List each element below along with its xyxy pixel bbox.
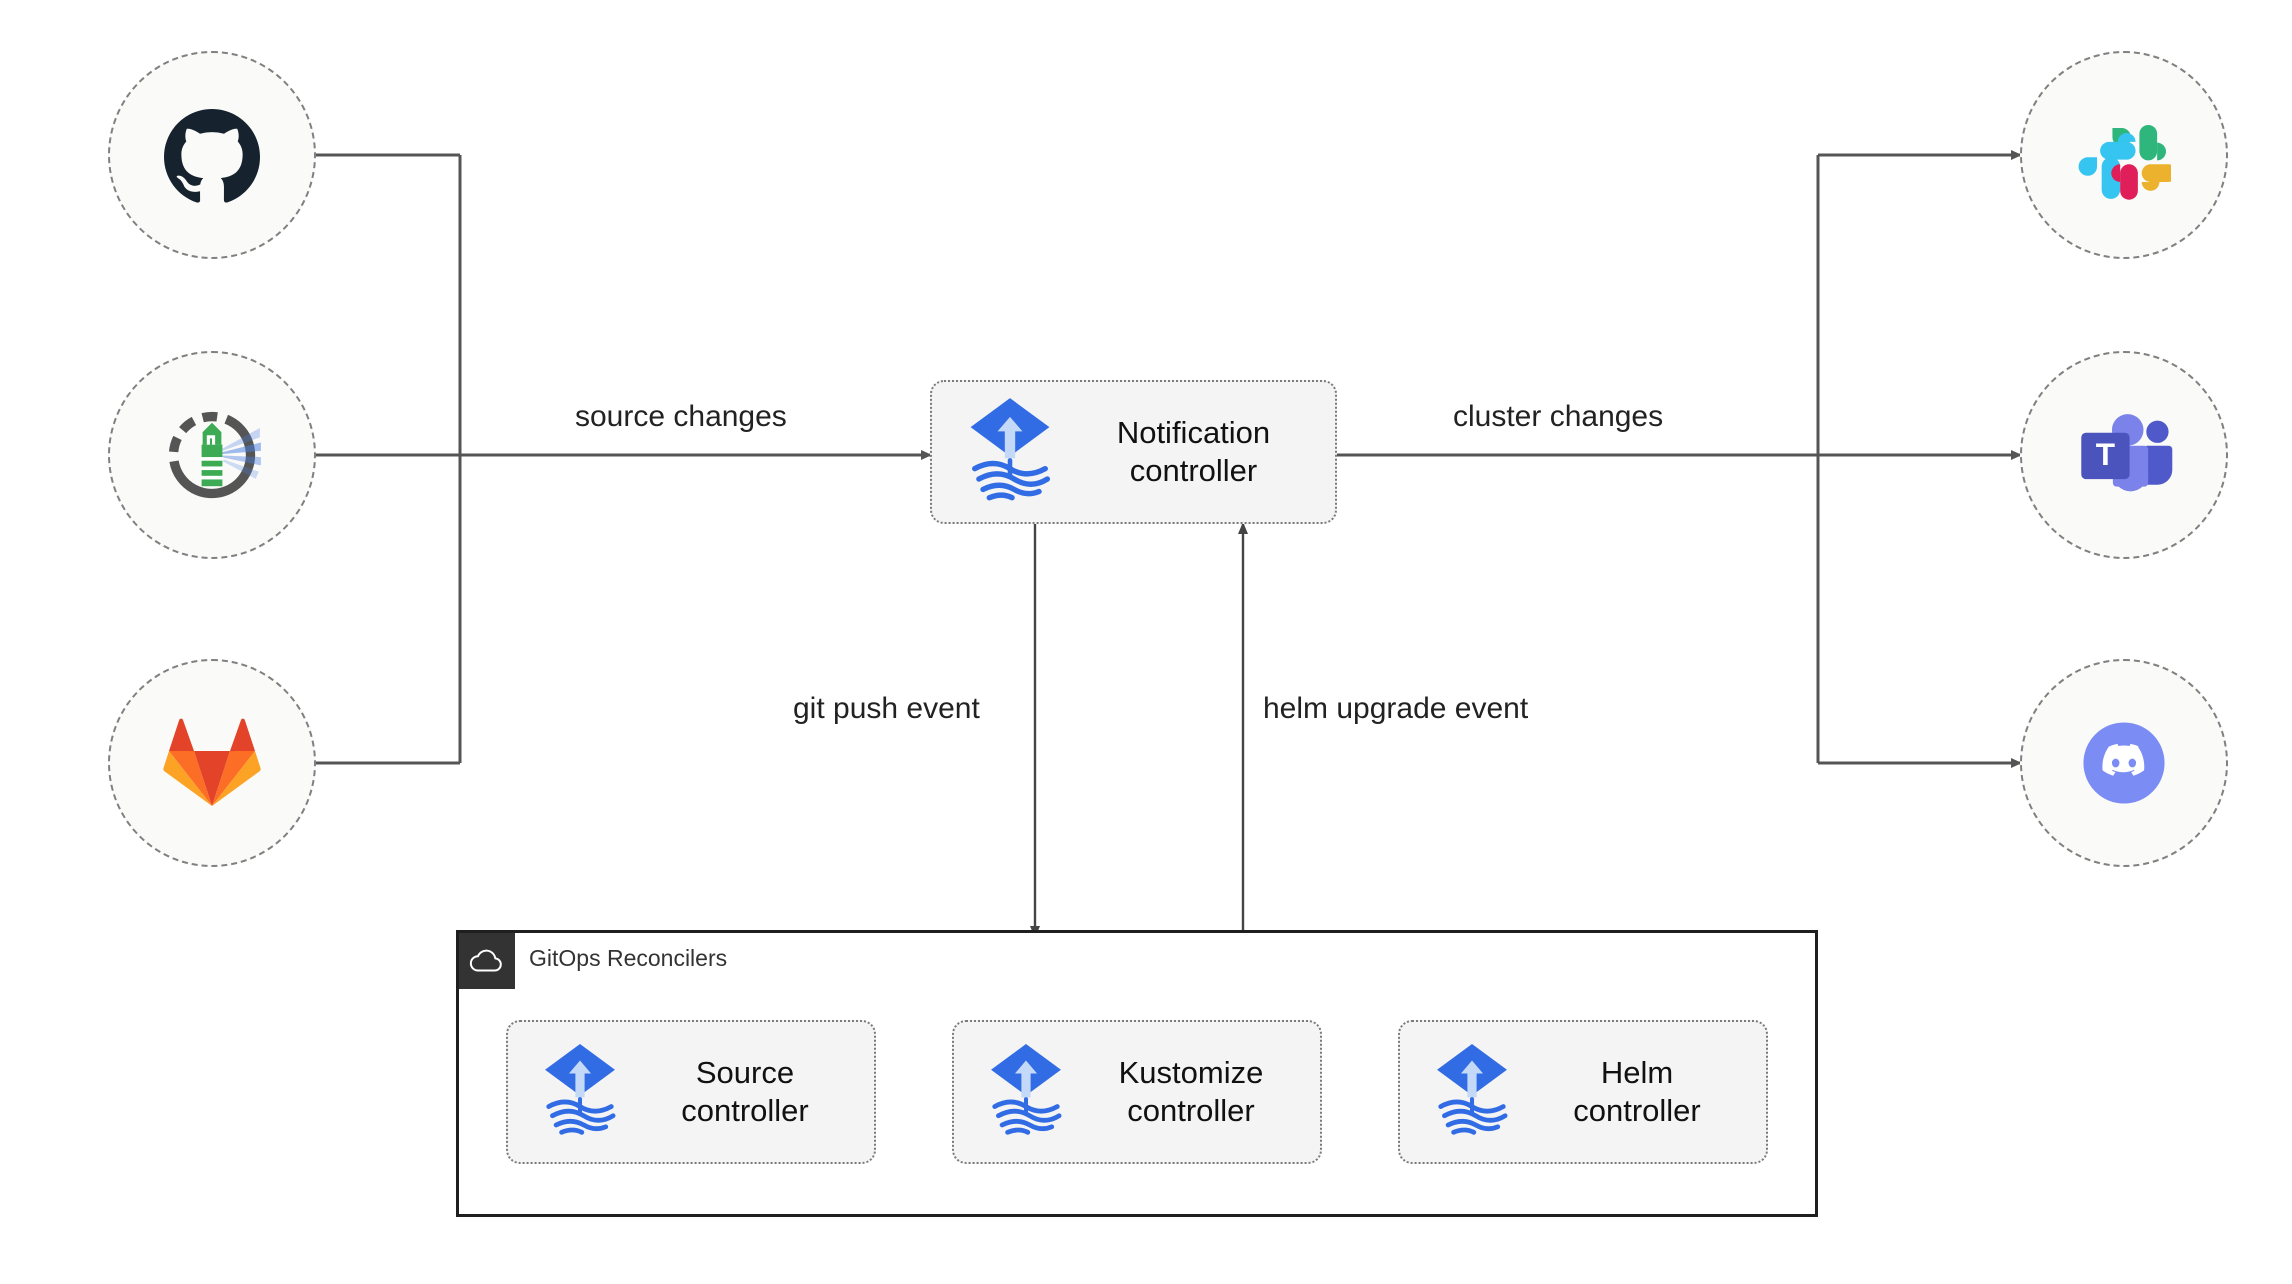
edge-label-git-push-event: git push event bbox=[793, 692, 980, 725]
flux-icon bbox=[534, 1040, 626, 1145]
edge-label-helm-upgrade-event: helm upgrade event bbox=[1263, 692, 1529, 725]
edge-label-cluster-changes: cluster changes bbox=[1453, 400, 1664, 433]
slack-icon bbox=[2077, 108, 2171, 202]
edge-label-source-changes: source changes bbox=[575, 400, 787, 433]
svg-text:T: T bbox=[2096, 436, 2115, 472]
flux-lighthouse-icon bbox=[160, 403, 264, 507]
source-controller-box[interactable]: Source controller bbox=[506, 1020, 876, 1164]
discord-icon bbox=[2072, 711, 2176, 815]
flux-icon bbox=[1426, 1040, 1518, 1145]
helm-controller-box[interactable]: Helm controller bbox=[1398, 1020, 1768, 1164]
destination-node-discord[interactable] bbox=[2020, 659, 2228, 867]
destination-node-slack[interactable] bbox=[2020, 51, 2228, 259]
source-node-gitlab[interactable] bbox=[108, 659, 316, 867]
source-node-bucket[interactable] bbox=[108, 351, 316, 559]
notification-controller-label: Notification controller bbox=[1116, 415, 1271, 488]
gitlab-icon bbox=[162, 716, 262, 810]
flux-icon bbox=[980, 1040, 1072, 1145]
github-icon bbox=[164, 107, 260, 203]
cloud-icon bbox=[459, 933, 515, 989]
helm-controller-label: Helm controller bbox=[1573, 1055, 1701, 1128]
kustomize-controller-label: Kustomize controller bbox=[1118, 1055, 1264, 1128]
destination-node-teams[interactable]: T bbox=[2020, 351, 2228, 559]
flux-icon bbox=[958, 394, 1062, 511]
source-node-github[interactable] bbox=[108, 51, 316, 259]
gitops-group-title: GitOps Reconcilers bbox=[529, 945, 728, 971]
kustomize-controller-box[interactable]: Kustomize controller bbox=[952, 1020, 1322, 1164]
source-controller-label: Source controller bbox=[681, 1055, 809, 1128]
microsoft-teams-icon: T bbox=[2072, 408, 2176, 502]
notification-controller-box[interactable]: Notification controller bbox=[930, 380, 1337, 524]
